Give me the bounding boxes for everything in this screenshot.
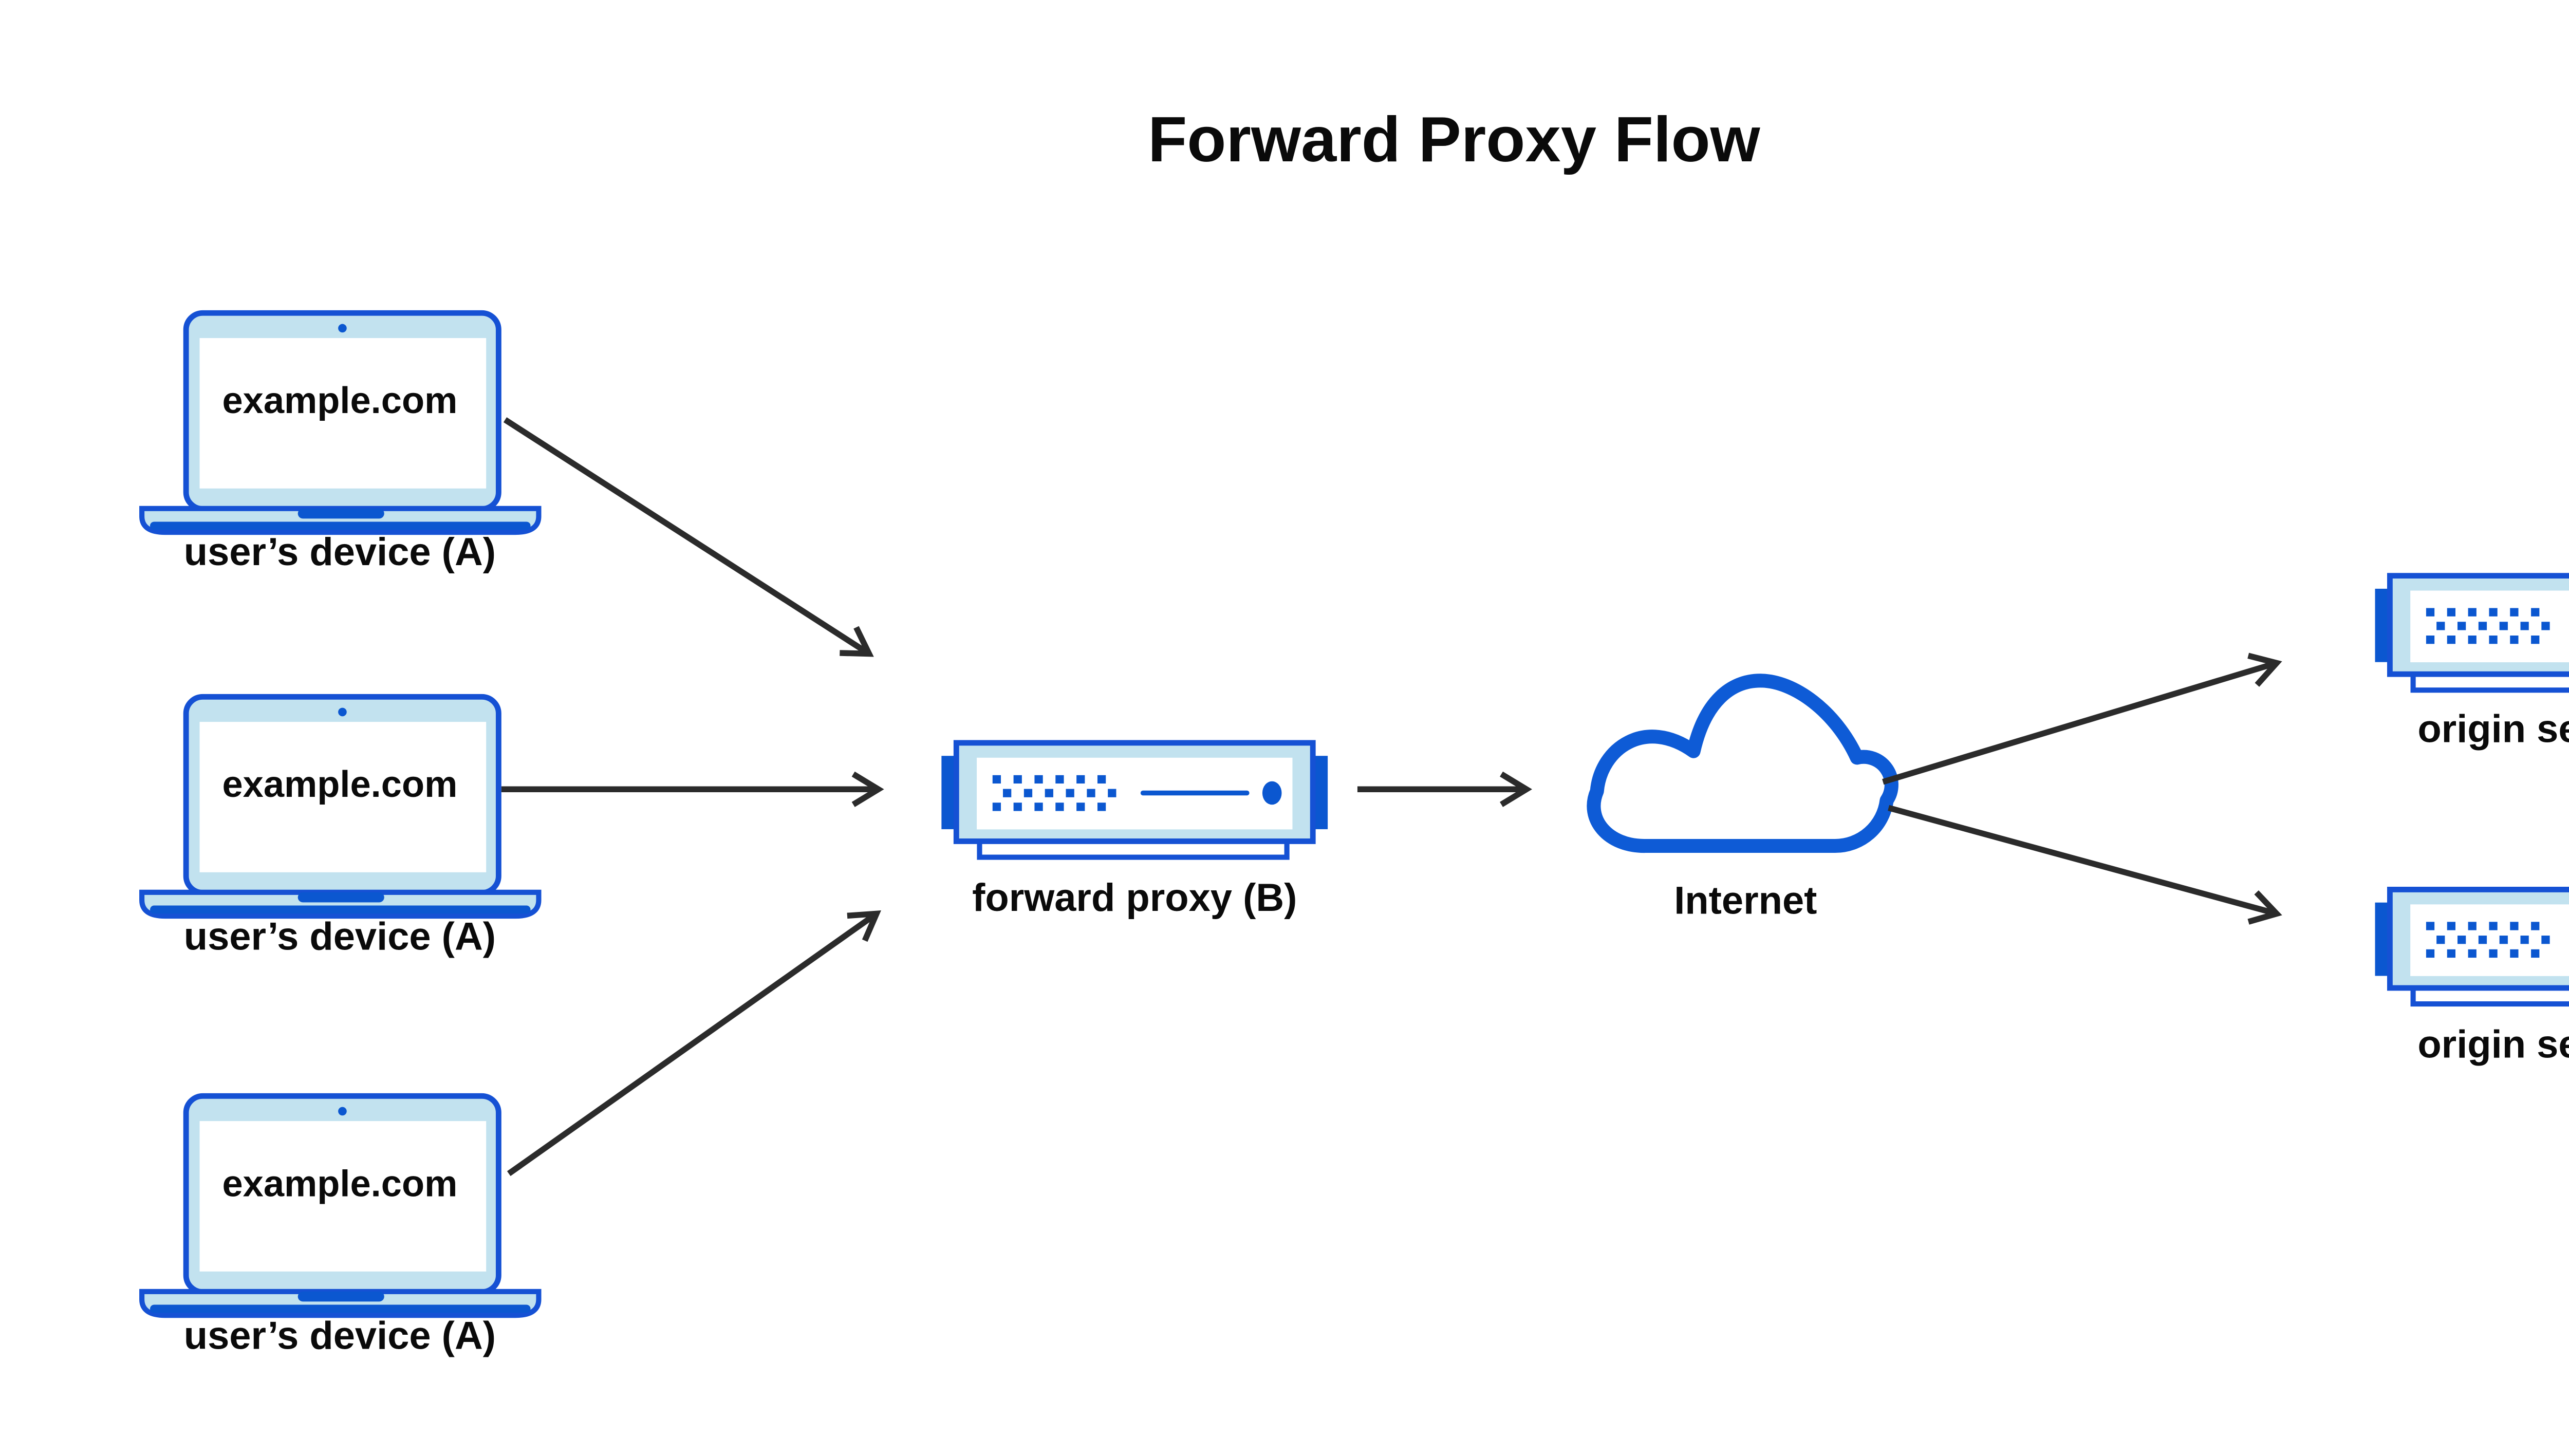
laptop-icon [142,313,538,532]
arrow-internet-to-origin1 [1882,652,2282,785]
device-screen-text: example.com [222,1163,457,1204]
internet-label: Internet [1674,879,1817,923]
laptop-icon [142,697,538,916]
proxy-label: forward proxy (B) [972,876,1297,920]
node-user-device-3: example.com user’s device (A) [142,1096,538,1357]
page-title: Forward Proxy Flow [1148,104,1761,175]
origin-label: origin server (C) [2417,1023,2569,1067]
server-icon [2375,889,2569,1004]
node-internet: Internet [1587,674,1898,923]
arrow-device3-to-proxy [507,910,881,1177]
device-label: user’s device (A) [184,530,496,574]
device-label: user’s device (A) [184,914,496,958]
origin-label: origin server (C) [2417,707,2569,751]
node-origin-server-2: origin server (C) [2375,889,2569,1067]
device-label: user’s device (A) [184,1314,496,1357]
arrow-internet-to-origin2 [1888,805,2282,925]
device-screen-text: example.com [222,764,457,805]
arrow-device1-to-proxy [503,417,874,657]
node-origin-server-1: origin server (C) [2375,576,2569,751]
server-icon [941,743,1328,857]
server-icon [2375,576,2569,690]
device-screen-text: example.com [222,380,457,421]
cloud-icon [1587,674,1898,853]
laptop-icon [142,1096,538,1315]
node-user-device-1: example.com user’s device (A) [142,313,538,574]
node-user-device-2: example.com user’s device (A) [142,697,538,958]
node-forward-proxy: forward proxy (B) [941,743,1328,920]
